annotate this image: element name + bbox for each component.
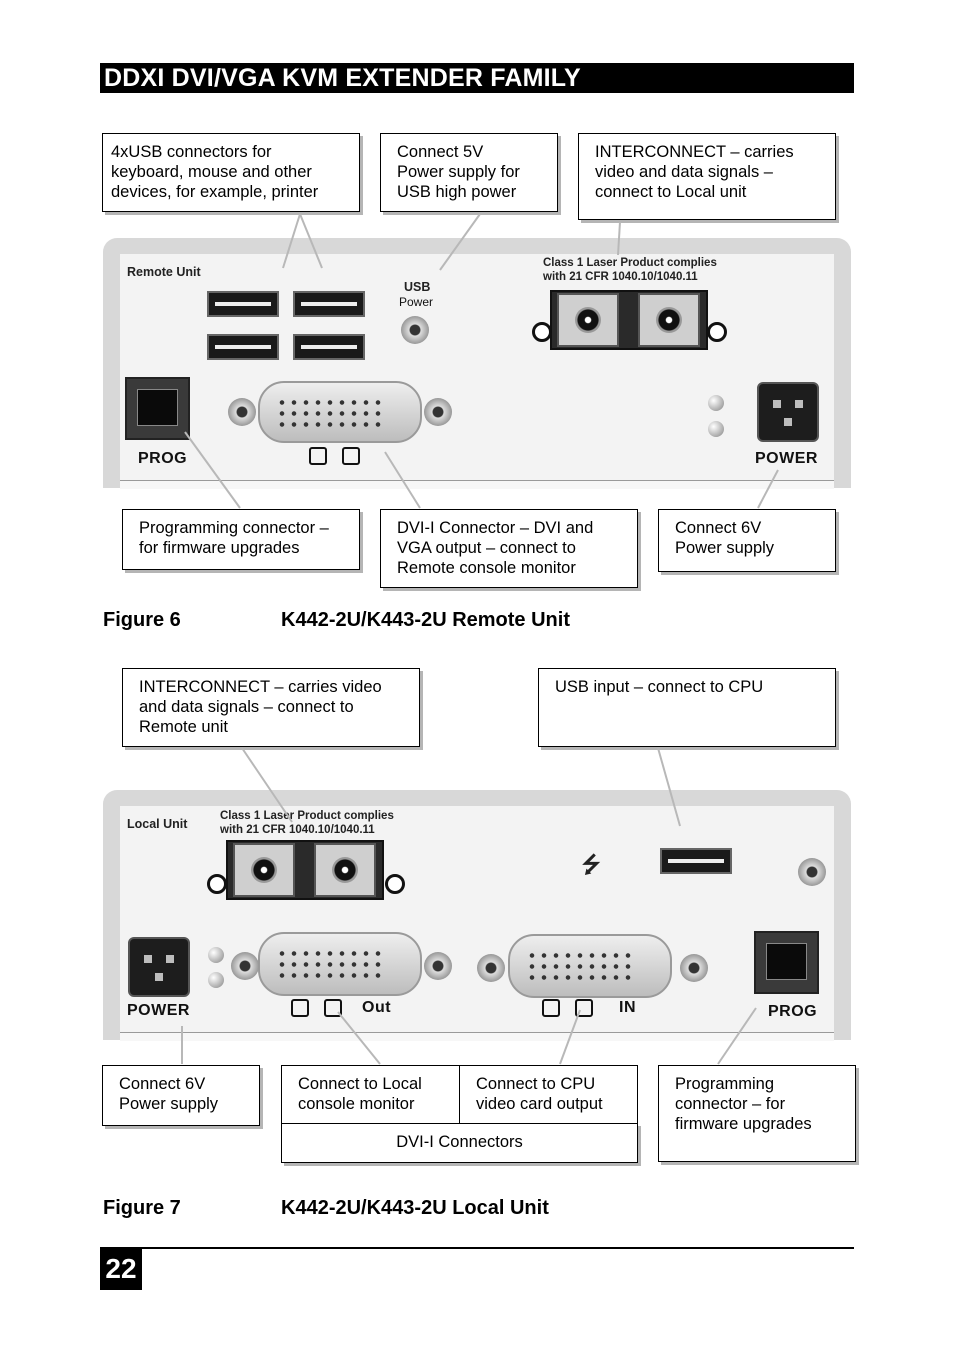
local-laser-notice-line2: with 21 CFR 1040.10/1040.11	[220, 824, 375, 836]
out-monitor-icon	[291, 999, 309, 1017]
callout-programming: Programming connector – for firmware upg…	[122, 509, 360, 570]
callout-power: Connect 6V Power supply	[658, 509, 836, 572]
laser-notice-line1: Class 1 Laser Product complies	[543, 257, 717, 269]
page-title: DDXI DVI/VGA KVM EXTENDER FAMILY	[104, 64, 581, 92]
dvi-in-screw-left	[477, 954, 505, 982]
signal-icon	[342, 447, 360, 465]
laser-notice-line2: with 21 CFR 1040.10/1040.11	[543, 271, 698, 283]
local-prog-label: PROG	[768, 1003, 818, 1020]
local-fiber-mount-left	[207, 874, 227, 894]
dvi-out-screw-left	[231, 952, 259, 980]
usb-power-jack[interactable]	[401, 316, 429, 344]
power-label: POWER	[755, 450, 818, 467]
page-number: 22	[100, 1249, 142, 1290]
status-led-1	[708, 395, 724, 411]
callout-usb-connectors: 4xUSB connectors for keyboard, mouse and…	[102, 133, 360, 212]
prog-port[interactable]	[125, 377, 190, 440]
usb-power-sublabel: Power	[399, 295, 434, 309]
callout-interconnect: INTERCONNECT – carries video and data si…	[578, 133, 836, 220]
dvi-screw-left	[228, 398, 256, 426]
local-led-1	[208, 947, 224, 963]
monitor-icon	[309, 447, 327, 465]
usb-port-2[interactable]	[293, 291, 365, 317]
figure6-caption: K442-2U/K443-2U Remote Unit	[281, 609, 570, 631]
dvi-screw-right	[424, 398, 452, 426]
figure7-number: Figure 7	[103, 1197, 181, 1219]
power-connector[interactable]	[757, 382, 819, 442]
callout-usb-input: USB input – connect to CPU	[538, 668, 836, 747]
usb-power-label: USB	[404, 280, 431, 294]
callout-local-monitor: Connect to Local console monitor	[281, 1065, 461, 1125]
local-unit-label: Local Unit	[127, 817, 188, 831]
callout-local-interconnect: INTERCONNECT – carries video and data si…	[122, 668, 420, 747]
callout-cpu-video: Connect to CPU video card output	[459, 1065, 638, 1125]
in-signal-icon	[575, 999, 593, 1017]
local-fiber-mount-right	[385, 874, 405, 894]
prog-label: PROG	[138, 450, 188, 467]
local-led-2	[208, 972, 224, 988]
remote-unit-label: Remote Unit	[127, 265, 201, 279]
local-power-label: POWER	[127, 1002, 190, 1019]
usb-port-4[interactable]	[293, 334, 365, 360]
footer-rule	[100, 1247, 854, 1249]
usb-port-3[interactable]	[207, 334, 279, 360]
local-laser-notice-line1: Class 1 Laser Product complies	[220, 810, 394, 822]
local-prog-port[interactable]	[754, 931, 819, 994]
dvi-connector[interactable]	[258, 381, 422, 443]
figure7-caption: K442-2U/K443-2U Local Unit	[281, 1197, 549, 1219]
figure6-number: Figure 6	[103, 609, 181, 631]
local-unit-floor	[120, 1032, 834, 1041]
local-power-connector[interactable]	[128, 937, 190, 997]
callout-usb-power: Connect 5V Power supply for USB high pow…	[380, 133, 558, 212]
in-label: IN	[619, 999, 636, 1016]
usb-input-port[interactable]	[660, 848, 732, 874]
usb-icon: ⭍	[582, 852, 601, 877]
dvi-out-screw-right	[424, 952, 452, 980]
dvi-in-connector[interactable]	[508, 934, 672, 998]
fiber-mount-right	[707, 322, 727, 342]
dvi-out-connector[interactable]	[258, 932, 422, 996]
out-label: Out	[362, 999, 392, 1016]
remote-unit-face	[120, 254, 834, 480]
callout-dvi-connectors: DVI-I Connectors	[281, 1123, 638, 1163]
callout-local-power: Connect 6V Power supply	[102, 1065, 260, 1126]
status-led-2	[708, 421, 724, 437]
local-fiber-port-tx[interactable]	[233, 843, 295, 897]
ground-screw	[798, 858, 826, 886]
usb-port-1[interactable]	[207, 291, 279, 317]
in-monitor-icon	[542, 999, 560, 1017]
callout-local-programming: Programming connector – for firmware upg…	[658, 1065, 856, 1162]
local-fiber-port-rx[interactable]	[314, 843, 376, 897]
callout-dvi: DVI-I Connector – DVI and VGA output – c…	[380, 509, 638, 588]
header-bar	[100, 63, 854, 93]
fiber-port-tx[interactable]	[557, 293, 619, 347]
out-signal-icon	[324, 999, 342, 1017]
fiber-mount-left	[532, 322, 552, 342]
fiber-port-rx[interactable]	[638, 293, 700, 347]
remote-unit-floor	[120, 480, 834, 489]
dvi-in-screw-right	[680, 954, 708, 982]
